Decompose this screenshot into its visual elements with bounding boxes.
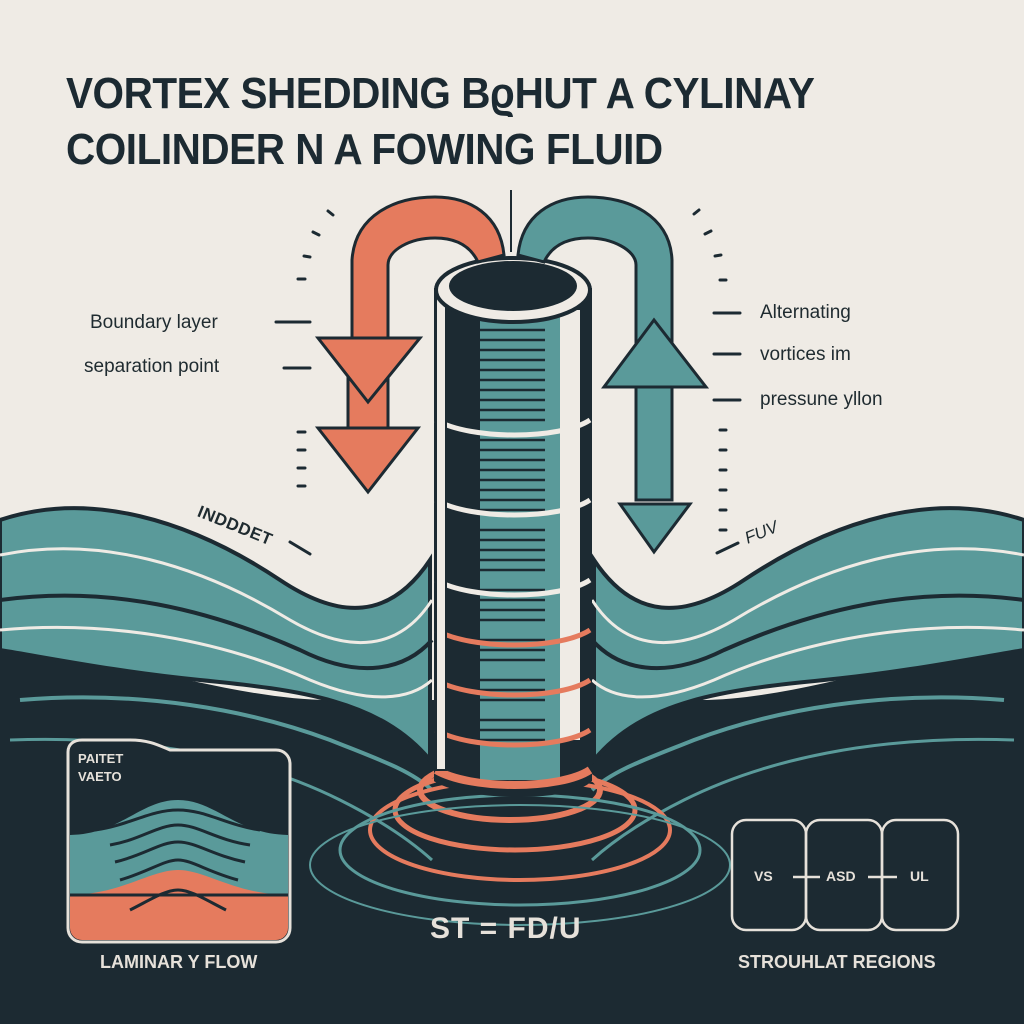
inset-label-line-1: PAITET xyxy=(78,751,124,766)
annotation-boundary-layer: Boundary layer xyxy=(90,312,218,333)
title-line-2: COILINDER N A FOWING FLUID xyxy=(66,125,663,174)
tick-marks-left xyxy=(274,209,335,556)
teal-arrow-icon xyxy=(516,195,710,555)
title-line-1: VORTEX SHEDDING BϱHUT A CYLINAY xyxy=(66,69,815,118)
coral-arrow-icon xyxy=(314,195,506,495)
page-title: VORTEX SHEDDING BϱHUT A CYLINAY COILINDE… xyxy=(66,66,912,178)
inset-label: PAITET VAETO xyxy=(78,750,123,786)
laminar-flow-inset xyxy=(66,738,292,944)
flow-waves-left xyxy=(0,506,434,862)
annotation-pressure: pressune yllon xyxy=(760,389,883,410)
cylinder-icon xyxy=(433,256,593,797)
strouhal-formula: ST = FD/U xyxy=(430,912,582,945)
annotation-vortices: vortices im xyxy=(760,344,851,365)
annotation-alternating: Alternating xyxy=(760,302,851,323)
region-box-asd: ASD xyxy=(826,868,856,884)
tick-marks-right xyxy=(692,208,742,555)
strouhal-regions-boxes xyxy=(730,818,960,932)
region-box-ul: UL xyxy=(910,868,929,884)
regions-caption: STROUHLAT REGIONS xyxy=(738,952,936,972)
inset-caption: LAMINAR Y FLOW xyxy=(100,952,258,972)
inset-label-line-2: VAETO xyxy=(78,769,122,784)
region-box-vs: VS xyxy=(754,868,773,884)
flow-waves-right xyxy=(590,506,1024,862)
annotation-separation-point: separation point xyxy=(84,356,220,377)
